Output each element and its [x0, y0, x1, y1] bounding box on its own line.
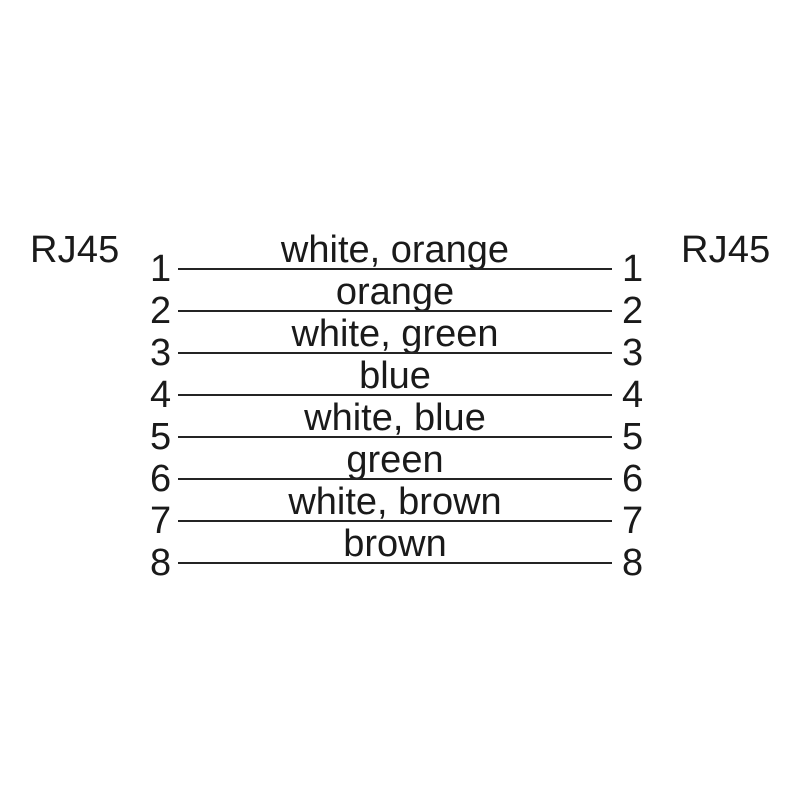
right-pin-number: 8 [622, 542, 644, 584]
wire-line [178, 436, 612, 438]
wire-color-label: white, green [291, 313, 499, 355]
left-pin-number: 7 [150, 500, 172, 542]
wire-line [178, 562, 612, 564]
right-connector-label: RJ45 [681, 229, 771, 271]
right-pin-number: 5 [622, 416, 644, 458]
wire-row: 8 brown 8 [0, 525, 800, 604]
wire-color-label: brown [343, 523, 447, 565]
left-pin-number: 5 [150, 416, 172, 458]
wire-line [178, 520, 612, 522]
wire-color-label: white, blue [304, 397, 486, 439]
left-pin-number: 2 [150, 290, 172, 332]
wire-color-label: orange [335, 271, 455, 313]
wire-row: 5 white, blue 5 [0, 399, 800, 478]
wire-row: 3 white, green 3 [0, 315, 800, 394]
wire-color-label: white, brown [288, 481, 502, 523]
wire-line [178, 478, 612, 480]
left-pin-number: 1 [150, 248, 172, 290]
right-pin-number: 3 [622, 332, 644, 374]
left-pin-number: 8 [150, 542, 172, 584]
wire-line [178, 394, 612, 396]
right-pin-number: 7 [622, 500, 644, 542]
wire-line [178, 310, 612, 312]
left-pin-number: 3 [150, 332, 172, 374]
wire-row: 1 white, orange 1 [0, 231, 800, 310]
left-pin-number: 6 [150, 458, 172, 500]
right-pin-number: 2 [622, 290, 644, 332]
right-pin-number: 6 [622, 458, 644, 500]
wire-row: 7 white, brown 7 [0, 483, 800, 562]
wire-line [178, 268, 612, 270]
wire-color-label: green [346, 439, 444, 481]
wire-row: 2 orange 2 [0, 273, 800, 352]
left-connector-label: RJ45 [30, 229, 120, 271]
right-pin-number: 4 [622, 374, 644, 416]
wire-color-label: white, orange [280, 229, 510, 271]
wire-color-label: blue [359, 355, 431, 397]
left-pin-number: 4 [150, 374, 172, 416]
right-pin-number: 1 [622, 248, 644, 290]
wire-row: 4 blue 4 [0, 357, 800, 436]
wire-row: 6 green 6 [0, 441, 800, 520]
wire-line [178, 352, 612, 354]
